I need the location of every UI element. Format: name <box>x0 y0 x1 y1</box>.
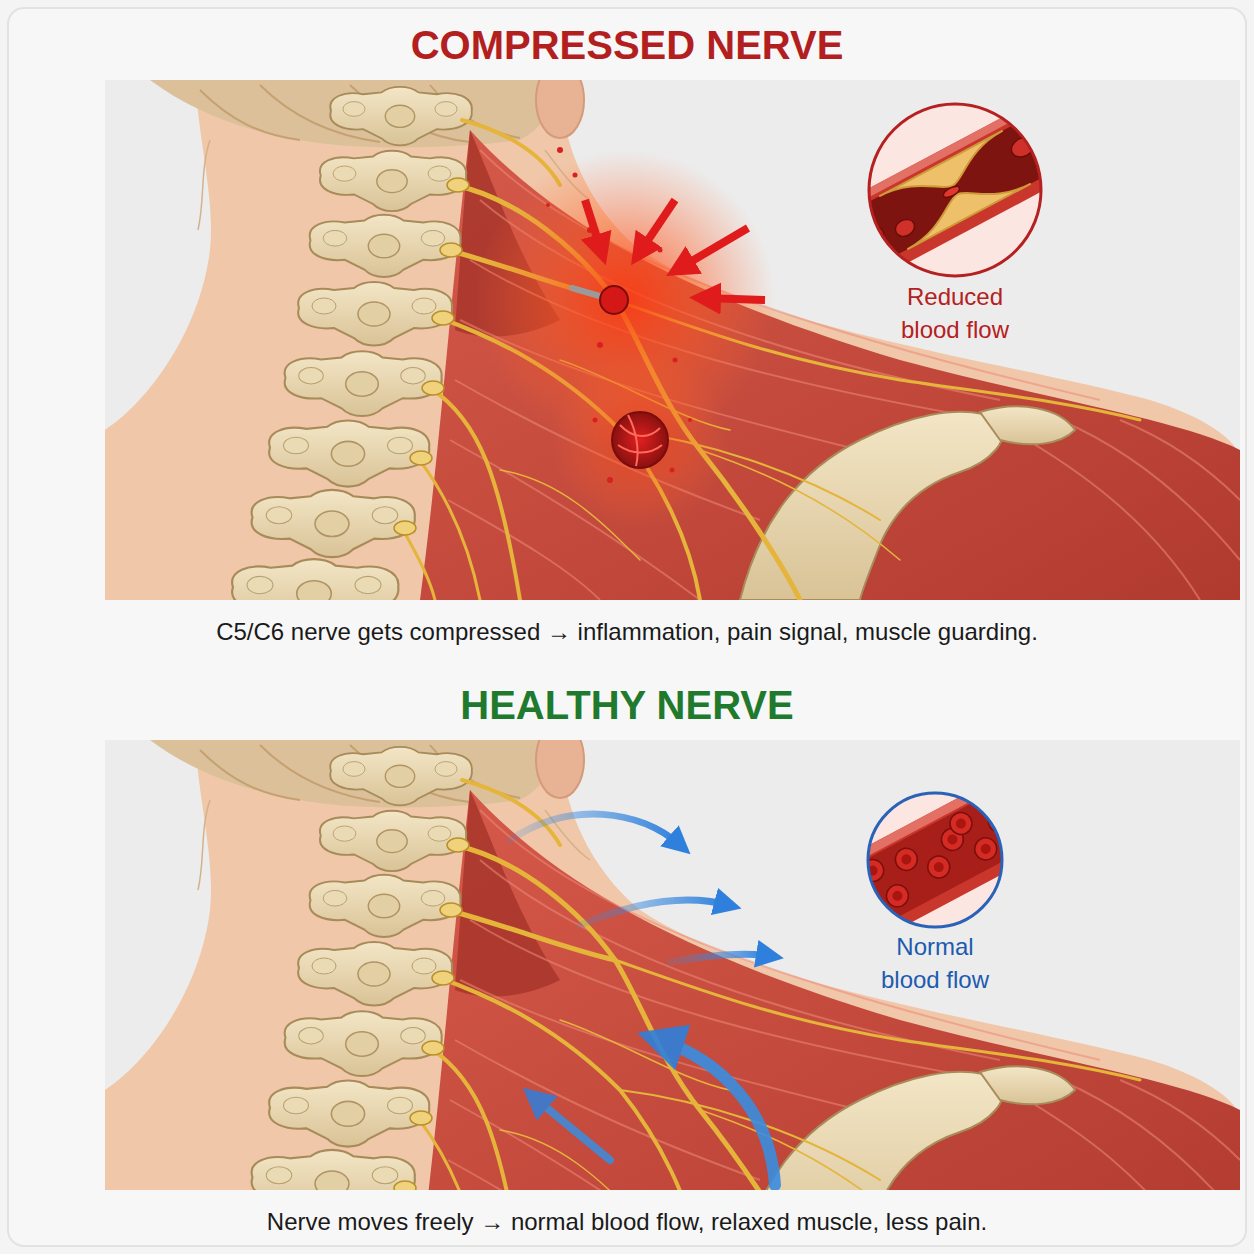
blood-vessel-inset-part-part-part <box>900 853 914 867</box>
compressed-illustration-part-part <box>546 203 550 207</box>
blood-vessel-inset-part <box>869 104 1041 276</box>
healthy-illustration-part-part <box>580 900 728 925</box>
blood-flow-inset: Reduced blood flow <box>855 100 1055 350</box>
blood-vessel-inset-part-part-part <box>924 852 954 882</box>
compressed-illustration-part-part <box>640 200 675 252</box>
blood-vessel-inset-part-part-part <box>835 790 1035 930</box>
blood-vessel-inset-part-part-part <box>946 809 976 839</box>
blood-vessel-inset-part <box>868 793 1002 927</box>
blood-flow-inset: Normal blood flow <box>835 790 1035 1000</box>
inset-label: Reduced blood flow <box>888 280 1023 346</box>
compressed-illustration-part <box>550 350 730 530</box>
blood-vessel-inset-part <box>855 100 1055 280</box>
compressed-illustration-part <box>105 80 1240 600</box>
blood-vessel-inset-part-part-part <box>979 842 993 856</box>
healthy-illustration-part-part <box>670 954 770 962</box>
compressed-illustration-part <box>546 147 692 483</box>
compressed-illustration-part-part <box>658 248 663 253</box>
compressed-illustration-part-part <box>673 358 678 363</box>
blood-vessel-inset <box>835 790 1035 930</box>
blood-vessel-inset-part-part-part <box>855 100 1055 280</box>
blood-vessel-inset <box>855 100 1055 280</box>
blood-vessel-inset-part-part-part <box>993 814 1007 828</box>
panel-heading: HEALTHY NERVE <box>0 680 1254 730</box>
compressed-illustration-part-part <box>573 173 578 178</box>
compressed-illustration-part <box>612 412 668 468</box>
blood-vessel-inset-part-part-part <box>946 833 960 847</box>
blood-vessel-inset-part-part-part <box>835 790 1035 930</box>
blood-vessel-inset-part-part-part <box>891 889 905 903</box>
illustration-panel: HEALTHY NERVE Nerve moves freely → normal… <box>0 660 1254 1254</box>
blood-vessel-inset-part-part-part <box>896 162 1031 250</box>
healthy-illustration-part <box>535 1098 610 1160</box>
healthy-illustration-part-part <box>510 814 680 845</box>
panel-caption: C5/C6 nerve gets compressed → inflammati… <box>0 614 1254 650</box>
compressed-illustration <box>105 80 1240 600</box>
compressed-illustration-part <box>572 288 603 297</box>
compressed-illustration-part-part <box>585 200 601 250</box>
illustration-panel: COMPRESSED NERVE C5/C6 nerve gets compres… <box>0 0 1254 660</box>
compressed-illustration-part-part <box>688 418 692 422</box>
healthy-illustration <box>105 740 1240 1190</box>
blood-vessel-inset-part-part-part <box>971 834 1001 864</box>
blood-vessel-inset-part-part-part <box>854 884 868 898</box>
inset-label: Normal blood flow <box>868 930 1003 996</box>
healthy-illustration-part <box>105 740 1240 1190</box>
blood-vessel-inset-part-part-part <box>879 131 1014 219</box>
compressed-illustration-part <box>618 415 662 466</box>
healthy-illustration-part <box>660 1040 775 1185</box>
compressed-illustration-part-part <box>670 468 675 473</box>
compressed-illustration-part <box>600 286 628 314</box>
compressed-illustration-part-part <box>607 477 613 483</box>
blood-vessel-inset-part <box>869 104 1041 276</box>
compressed-illustration-part-part <box>593 418 598 423</box>
blood-vessel-inset-part <box>835 790 1035 930</box>
healthy-illustration-part <box>510 814 770 962</box>
compressed-illustration-part-part <box>680 228 748 268</box>
blood-vessel-inset-part-part <box>835 790 1035 930</box>
healthy-illustration-part-part <box>105 740 1240 1190</box>
blood-vessel-inset-part-part-part <box>892 216 917 240</box>
compressed-illustration-part-part <box>597 342 603 348</box>
blood-vessel-inset-part-part-part <box>942 184 962 200</box>
blood-vessel-inset-part-part-part <box>954 817 968 831</box>
compressed-illustration-part-part <box>705 298 765 300</box>
blood-vessel-inset-part-part-part <box>932 860 946 874</box>
panel-heading: COMPRESSED NERVE <box>0 20 1254 70</box>
panel-caption: Nerve moves freely → normal blood flow, … <box>0 1204 1254 1240</box>
compressed-illustration-part-part <box>557 147 563 153</box>
blood-vessel-inset-part-part-part <box>855 100 1055 280</box>
blood-vessel-inset-part-part-part <box>891 844 921 874</box>
compressed-illustration-part <box>585 200 765 300</box>
blood-vessel-inset-part-part <box>855 100 1055 280</box>
